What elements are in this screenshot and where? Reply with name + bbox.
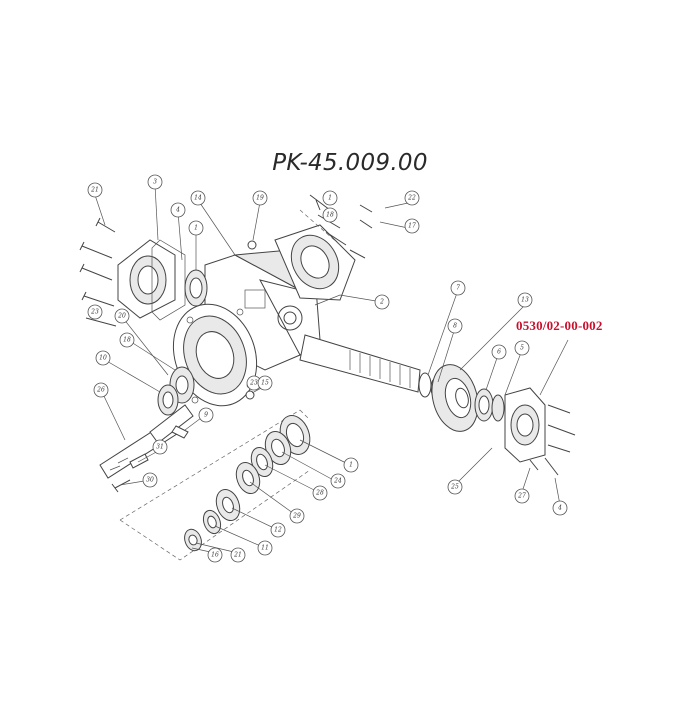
callout-number: 29 [292, 513, 301, 520]
callout-bubble [450, 280, 466, 296]
callout-bubble [404, 218, 420, 234]
input-shaft [99, 404, 194, 479]
callout-bubble [517, 292, 533, 308]
callout-bubble [142, 472, 158, 488]
callout-number: 19 [256, 195, 264, 202]
left-bolts [79, 217, 117, 327]
callout-bubble [198, 407, 214, 423]
callout-number: 17 [408, 223, 416, 230]
callout-bubble [330, 473, 346, 489]
callout-bubble [87, 304, 103, 320]
callout-bubble [447, 318, 463, 334]
callout-bubble [257, 540, 273, 556]
callout-number: 28 [315, 490, 324, 497]
callout-bubble [207, 547, 223, 563]
callout-number: 21 [90, 187, 99, 194]
callout-number: 31 [156, 444, 164, 451]
callout-number: 7 [456, 285, 460, 292]
callout-number: 9 [204, 412, 208, 419]
callout-number: 30 [146, 477, 154, 484]
callout-bubble [514, 488, 530, 504]
callout-number: 27 [517, 493, 526, 500]
callout-bubble [552, 500, 568, 516]
callout-number: 2 [379, 299, 384, 306]
leader-lines [94, 184, 569, 554]
callout-bubble [87, 182, 103, 198]
callout-number: 21 [233, 552, 242, 559]
callout-number: 24 [333, 478, 342, 485]
callout-bubble [270, 522, 286, 538]
callout-bubble [95, 350, 111, 366]
callout-number: 4 [557, 505, 562, 512]
pinion-gear [157, 366, 195, 416]
callout-number: 14 [194, 195, 202, 202]
right-cover-flange [274, 224, 356, 301]
output-shaft [299, 334, 421, 393]
callout-bubble [374, 294, 390, 310]
callout-number: 18 [123, 337, 131, 344]
callout-number: 26 [96, 387, 105, 394]
callout-number: 20 [117, 313, 126, 320]
callout-number: 1 [194, 225, 198, 232]
bevel-gear [431, 364, 479, 432]
callout-number: 23 [90, 309, 99, 316]
right-bearing-set [474, 387, 546, 463]
callout-number: 5 [520, 345, 524, 352]
callout-number: 8 [453, 323, 457, 330]
right-cap-bolts [529, 404, 576, 476]
callout-bubble [289, 508, 305, 524]
callout-number: 13 [521, 297, 529, 304]
callout-bubble [170, 202, 186, 218]
callout-bubble [188, 220, 204, 236]
callout-bubble [322, 207, 338, 223]
top-right-bolts [299, 194, 373, 259]
callout-number: 12 [274, 527, 282, 534]
drawing-title: PK-45.009.00 [272, 150, 428, 176]
callout-number: 10 [99, 355, 107, 362]
callout-number: 6 [497, 349, 501, 356]
callout-number: 25 [450, 484, 459, 491]
callout-bubble [447, 479, 463, 495]
callout-number: 23 [249, 380, 258, 387]
callout-number: 16 [211, 552, 219, 559]
small-parts [111, 240, 257, 493]
callout-bubble [257, 375, 273, 391]
lower-ring-stack [184, 415, 311, 552]
callout-bubble [252, 190, 268, 206]
callout-bubble [491, 344, 507, 360]
callout-number: 11 [261, 545, 269, 552]
callout-number: 1 [328, 195, 332, 202]
callout-bubble [404, 190, 420, 206]
callout-bubble [114, 308, 130, 324]
callout-bubble [190, 190, 206, 206]
callout-number: 1 [349, 462, 353, 469]
callout-bubble [152, 439, 168, 455]
callout-bubble [322, 190, 338, 206]
callout-bubble [93, 382, 109, 398]
part-reference-number: 0530/02-00-002 [516, 318, 603, 333]
callout-bubble [147, 174, 163, 190]
callout-number: 4 [175, 207, 180, 214]
callout-number: 18 [326, 212, 334, 219]
callout-number: 22 [407, 195, 416, 202]
callout-bubble [230, 547, 246, 563]
callout-bubble [343, 457, 359, 473]
callout-bubble [514, 340, 530, 356]
callout-number: 15 [261, 380, 269, 387]
callout-number: 3 [153, 179, 157, 186]
detail-frame [119, 409, 311, 561]
callout-bubble [312, 485, 328, 501]
callout-bubble [119, 332, 135, 348]
